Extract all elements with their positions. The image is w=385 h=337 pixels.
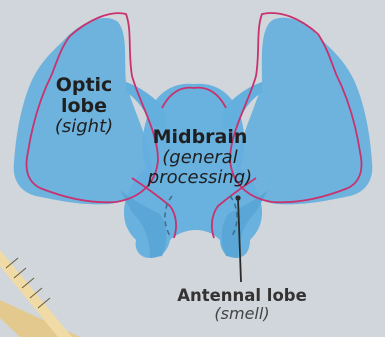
antennal-lobe-label: Antennal lobe (smell): [157, 287, 327, 323]
midbrain-label: Midbrain (general processing): [145, 127, 255, 187]
optic-lobe-subtitle: (sight): [44, 117, 124, 137]
optic-lobe-title-line2: lobe: [44, 96, 124, 117]
optic-lobe-title-line1: Optic: [44, 75, 124, 96]
antennal-lobe-subtitle: (smell): [157, 305, 327, 323]
midbrain-subtitle-line2: processing): [145, 168, 255, 188]
optic-lobe-label: Optic lobe (sight): [44, 75, 124, 137]
midbrain-subtitle-line1: (general: [145, 148, 255, 168]
midbrain-title: Midbrain: [145, 127, 255, 148]
antennal-lobe-title: Antennal lobe: [157, 287, 327, 305]
